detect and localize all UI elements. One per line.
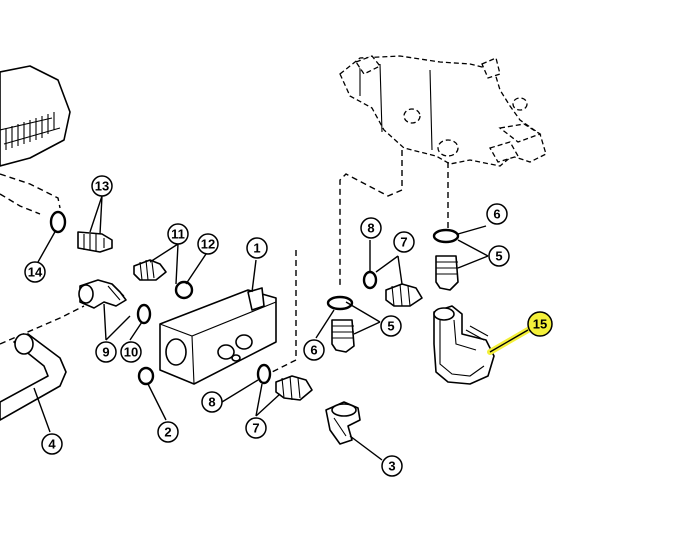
callout-8b: 8 bbox=[201, 391, 223, 413]
leader-7b bbox=[255, 383, 281, 417]
svg-text:1: 1 bbox=[253, 241, 260, 256]
part-5-adapter-right bbox=[435, 255, 459, 291]
svg-text:6: 6 bbox=[493, 207, 500, 222]
svg-text:6: 6 bbox=[310, 343, 317, 358]
callout-1: 1 bbox=[246, 237, 268, 259]
svg-text:3: 3 bbox=[388, 459, 395, 474]
leader-10 bbox=[129, 321, 143, 341]
callout-5b: 5 bbox=[488, 245, 510, 267]
svg-text:15: 15 bbox=[533, 317, 547, 332]
part-1-manifold-block bbox=[159, 287, 277, 385]
callout-15-highlighted: 15 bbox=[527, 311, 553, 337]
svg-text:4: 4 bbox=[48, 437, 56, 452]
part-7-adapter-upper bbox=[385, 283, 423, 307]
svg-text:12: 12 bbox=[201, 237, 215, 252]
part-4-tube bbox=[0, 333, 67, 421]
callout-12: 12 bbox=[197, 233, 219, 255]
svg-text:5: 5 bbox=[387, 319, 394, 334]
leader-9 bbox=[103, 303, 131, 341]
callout-6a: 6 bbox=[303, 339, 325, 361]
svg-text:9: 9 bbox=[102, 345, 109, 360]
callout-7b: 7 bbox=[245, 417, 267, 439]
part-15-tube-elbow bbox=[433, 305, 495, 385]
leader-12 bbox=[185, 253, 207, 285]
phantom-line-left bbox=[0, 305, 85, 345]
part-8-oring-lower bbox=[256, 363, 272, 385]
leader-6b bbox=[457, 225, 487, 235]
leader-8b bbox=[221, 379, 259, 403]
leader-6a bbox=[315, 309, 335, 339]
part-3-elbow bbox=[325, 401, 361, 445]
part-5-adapter-left bbox=[331, 319, 355, 353]
leader-2 bbox=[147, 383, 167, 421]
callout-3: 3 bbox=[381, 455, 403, 477]
callout-9: 9 bbox=[95, 341, 117, 363]
leader-11 bbox=[149, 243, 179, 285]
leader-1 bbox=[251, 259, 257, 293]
part-10-oring bbox=[136, 303, 152, 325]
leader-7a bbox=[375, 255, 403, 285]
leader-5a bbox=[345, 301, 381, 335]
callout-11: 11 bbox=[167, 223, 189, 245]
callout-5a: 5 bbox=[380, 315, 402, 337]
callout-13: 13 bbox=[91, 175, 113, 197]
svg-text:5: 5 bbox=[495, 249, 502, 264]
part-11-adapter bbox=[133, 259, 167, 281]
leader-15 bbox=[489, 329, 529, 353]
part-13-adapter bbox=[77, 231, 113, 253]
reservoir-housing bbox=[0, 65, 71, 215]
svg-text:8: 8 bbox=[208, 395, 215, 410]
leader-4 bbox=[33, 387, 51, 433]
leader-14 bbox=[37, 229, 57, 263]
part-2-oring bbox=[137, 366, 155, 386]
svg-text:14: 14 bbox=[28, 265, 43, 280]
callout-6b: 6 bbox=[486, 203, 508, 225]
callout-10: 10 bbox=[120, 341, 142, 363]
part-6-oring-right bbox=[432, 228, 460, 244]
part-6-oring-left bbox=[326, 295, 354, 311]
part-7-adapter-lower bbox=[275, 375, 313, 401]
part-9-elbow bbox=[78, 279, 127, 309]
svg-text:7: 7 bbox=[252, 421, 259, 436]
callout-4: 4 bbox=[41, 433, 63, 455]
leader-3 bbox=[349, 435, 383, 461]
svg-text:2: 2 bbox=[164, 425, 171, 440]
svg-text:8: 8 bbox=[367, 221, 374, 236]
part-12-oring bbox=[174, 280, 194, 300]
svg-text:7: 7 bbox=[400, 235, 407, 250]
svg-text:11: 11 bbox=[171, 227, 185, 242]
callout-14: 14 bbox=[24, 261, 46, 283]
callout-2: 2 bbox=[157, 421, 179, 443]
phantom-line-center bbox=[271, 250, 297, 373]
callout-7a: 7 bbox=[393, 231, 415, 253]
svg-text:13: 13 bbox=[95, 179, 109, 194]
control-valve-phantom bbox=[339, 55, 547, 167]
callout-8a: 8 bbox=[360, 217, 382, 239]
leader-13 bbox=[89, 195, 103, 235]
part-14-oring bbox=[49, 210, 67, 234]
svg-text:10: 10 bbox=[124, 345, 138, 360]
phantom-line-valve-left bbox=[339, 150, 403, 286]
part-8-oring-upper bbox=[362, 270, 378, 290]
leader-5b bbox=[457, 239, 489, 269]
